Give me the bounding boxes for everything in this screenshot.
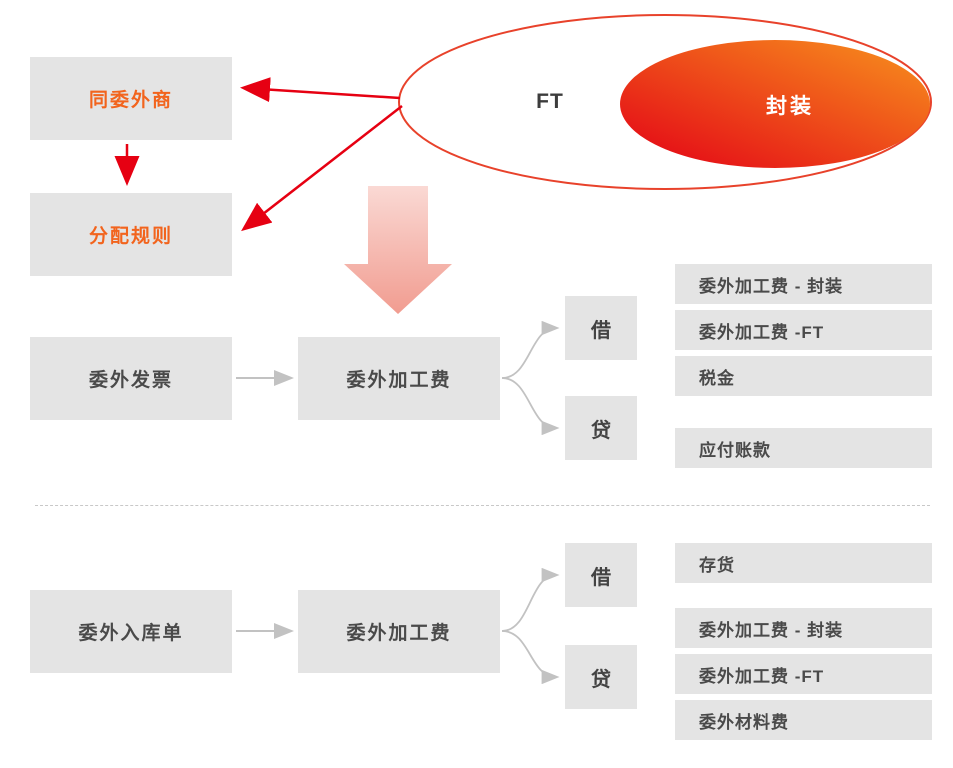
account-item: 委外材料费 (675, 700, 932, 740)
invoice-debit-items: 委外加工费 - 封装委外加工费 -FT 税金 (675, 264, 932, 396)
red-arrow-to-vendor (240, 77, 401, 103)
receipt-source-box: 委外入库单 (30, 590, 232, 673)
account-item: 存货 (675, 543, 932, 583)
ft-label: FT (536, 90, 564, 113)
vendor-box: 同委外商 (30, 57, 232, 140)
invoice-debit-box: 借 (565, 296, 637, 360)
invoice-credit-items: 应付账款 (675, 428, 932, 468)
invoice-credit-box: 贷 (565, 396, 637, 460)
invoice-source-box: 委外发票 (30, 337, 232, 420)
red-arrow-to-rule (241, 105, 403, 232)
rule-box: 分配规则 (30, 193, 232, 276)
receipt-credit-items: 委外加工费 - 封装委外加工费 -FT 委外材料费 (675, 608, 932, 740)
invoice-credit-branch (501, 377, 560, 436)
account-item: 委外加工费 - 封装 (675, 608, 932, 648)
receipt-debit-box: 借 (565, 543, 637, 607)
receipt-debit-items: 存货 (675, 543, 932, 583)
receipt-debit-branch (501, 567, 560, 632)
account-item: 应付账款 (675, 428, 932, 468)
account-item: 税金 (675, 356, 932, 396)
account-item: 委外加工费 -FT (675, 310, 932, 350)
section-divider (35, 505, 930, 506)
invoice-fee-box: 委外加工费 (298, 337, 500, 420)
account-item: 委外加工费 -FT (675, 654, 932, 694)
receipt-credit-branch (501, 630, 560, 685)
inner-ellipse (620, 40, 930, 168)
invoice-debit-branch (501, 320, 560, 379)
receipt-credit-box: 贷 (565, 645, 637, 709)
receipt-fee-box: 委外加工费 (298, 590, 500, 673)
package-label: 封装 (766, 95, 814, 118)
big-down-arrow (344, 186, 452, 314)
account-item: 委外加工费 - 封装 (675, 264, 932, 304)
